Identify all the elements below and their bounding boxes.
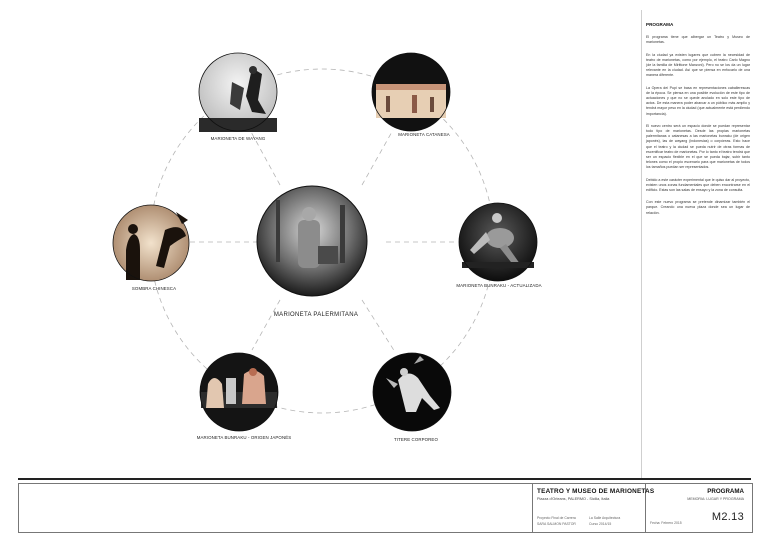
footer-rule [18,478,751,480]
node-label-bunraku-actualizada: MARIONETA BUNRAKU - ACTUALIZADA [456,283,542,288]
sidebar-heading: PROGRAMA [646,22,674,27]
project-label: Proyecto Final de Carrera [537,516,576,520]
sidebar-paragraph: Con este nuevo programa se pretende dina… [646,200,750,215]
sidebar-divider [641,10,642,480]
bunraku-actualizada-photo [458,202,538,282]
author-name: SARA SALMON PASTOR [537,522,576,526]
title-block: TEATRO Y MUSEO DE MARIONETAS Piazza d'Or… [18,483,753,533]
center-node-label: MARIONETA PALERMITANA [273,312,359,318]
project-location: Piazza d'Orleans, PALERMO - Sicilia, Ita… [537,497,610,501]
title-block-divider [532,484,533,532]
sidebar-paragraph: El programa tiene que albergar un Teatro… [646,35,750,45]
node-label-catanesa: MARIONETA CATANESA [398,132,450,137]
sidebar-paragraph: En la ciudad ya existen lugares que cubr… [646,52,750,78]
node-label-wayang: MARIONETA DE WAYANG [210,136,266,141]
titere-corporeo-photo [372,352,452,432]
section-subtitle: MEMORIA: LUGAR Y PROGRAMA [687,497,744,501]
project-title: TEATRO Y MUSEO DE MARIONETAS [537,488,655,495]
catanesa-puppet-photo [371,52,451,132]
course-info: Curso 2014/15 [589,522,612,526]
school-name: La Salle Arquitectura [589,516,621,520]
sheet-code: M2.13 [711,511,744,523]
center-puppet-photo [256,185,368,297]
connector-lines [190,129,458,353]
node-label-titere: TITERE CORPOREO [394,437,438,442]
sidebar-paragraph: Debido a este carácter experimental que … [646,177,750,193]
puppet-diagram [112,52,538,432]
sidebar-paragraph: El nuevo centro será un espacio donde se… [646,123,750,170]
node-label-bunraku-origen: MARIONETA BUNRAKU - ORIGEN JAPONÉS [196,435,292,440]
bunraku-origen-photo [199,352,279,432]
program-sidebar: PROGRAMA El programa tiene que albergar … [646,22,750,223]
node-label-sombra: SOMBRA CHINESCA [131,286,177,291]
sombra-chinesca-photo [112,204,190,282]
wayang-puppet-photo [198,52,278,132]
sidebar-paragraph: La Opera dei Pupi se basa en representac… [646,85,750,116]
section-title: PROGRAMA [707,488,744,495]
title-block-divider [645,484,646,532]
sheet-date: Fecha: Febrero 2015 [650,521,682,525]
